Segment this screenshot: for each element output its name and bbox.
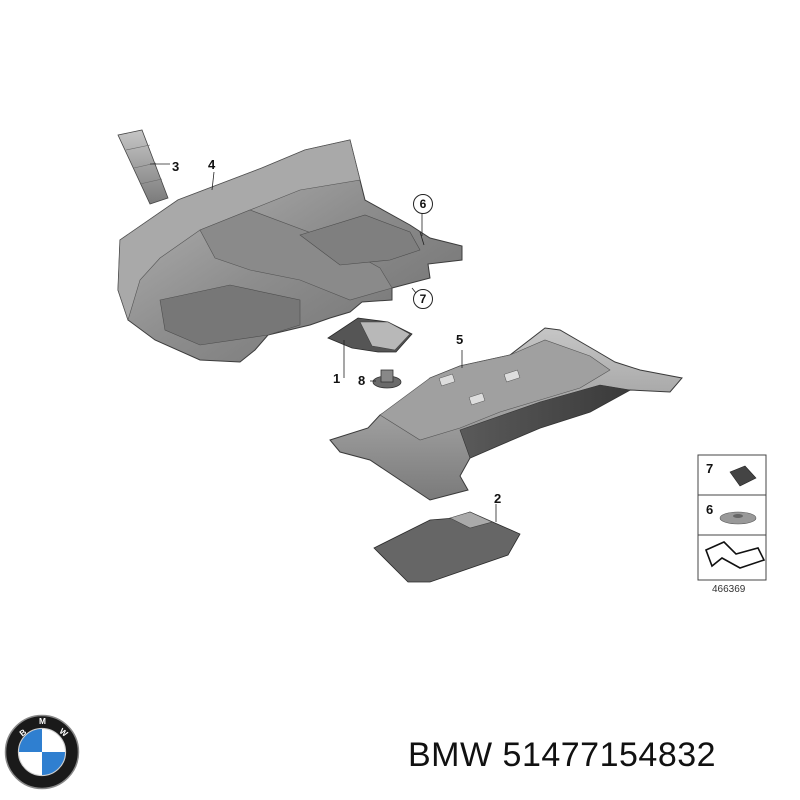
part-5-rear-floor-covering bbox=[329, 327, 683, 501]
part-8-fastener bbox=[370, 369, 402, 389]
part-4-front-floor-covering bbox=[117, 139, 463, 363]
part-2-rear-pad bbox=[373, 504, 521, 583]
diagram-number: 466369 bbox=[712, 584, 746, 595]
callout-6-circled: 6 bbox=[413, 194, 433, 214]
callout-2: 2 bbox=[494, 491, 502, 506]
part-3-trim-strip bbox=[117, 129, 170, 205]
callout-1: 1 bbox=[333, 371, 341, 386]
callout-3: 3 bbox=[172, 159, 180, 174]
part-number: 51477154832 bbox=[502, 736, 717, 774]
callout-5: 5 bbox=[456, 332, 464, 347]
callout-4: 4 bbox=[208, 157, 216, 172]
brand-name: BMW bbox=[408, 736, 493, 774]
svg-text:M: M bbox=[39, 716, 46, 726]
part-1-insulation-pad bbox=[327, 317, 413, 378]
svg-text:B: B bbox=[17, 727, 28, 739]
callout-7-circled: 7 bbox=[413, 289, 433, 309]
callout-8: 8 bbox=[358, 373, 366, 388]
bmw-logo: B M W bbox=[4, 714, 80, 790]
brand-part-number: BMW 51477154832 bbox=[408, 736, 716, 775]
clip-icon bbox=[729, 465, 757, 487]
washer-hole bbox=[733, 514, 743, 518]
legend-box bbox=[697, 454, 767, 581]
legend-item-7: 7 bbox=[706, 461, 714, 476]
arrow-icon bbox=[704, 541, 766, 569]
legend-item-6: 6 bbox=[706, 502, 714, 517]
